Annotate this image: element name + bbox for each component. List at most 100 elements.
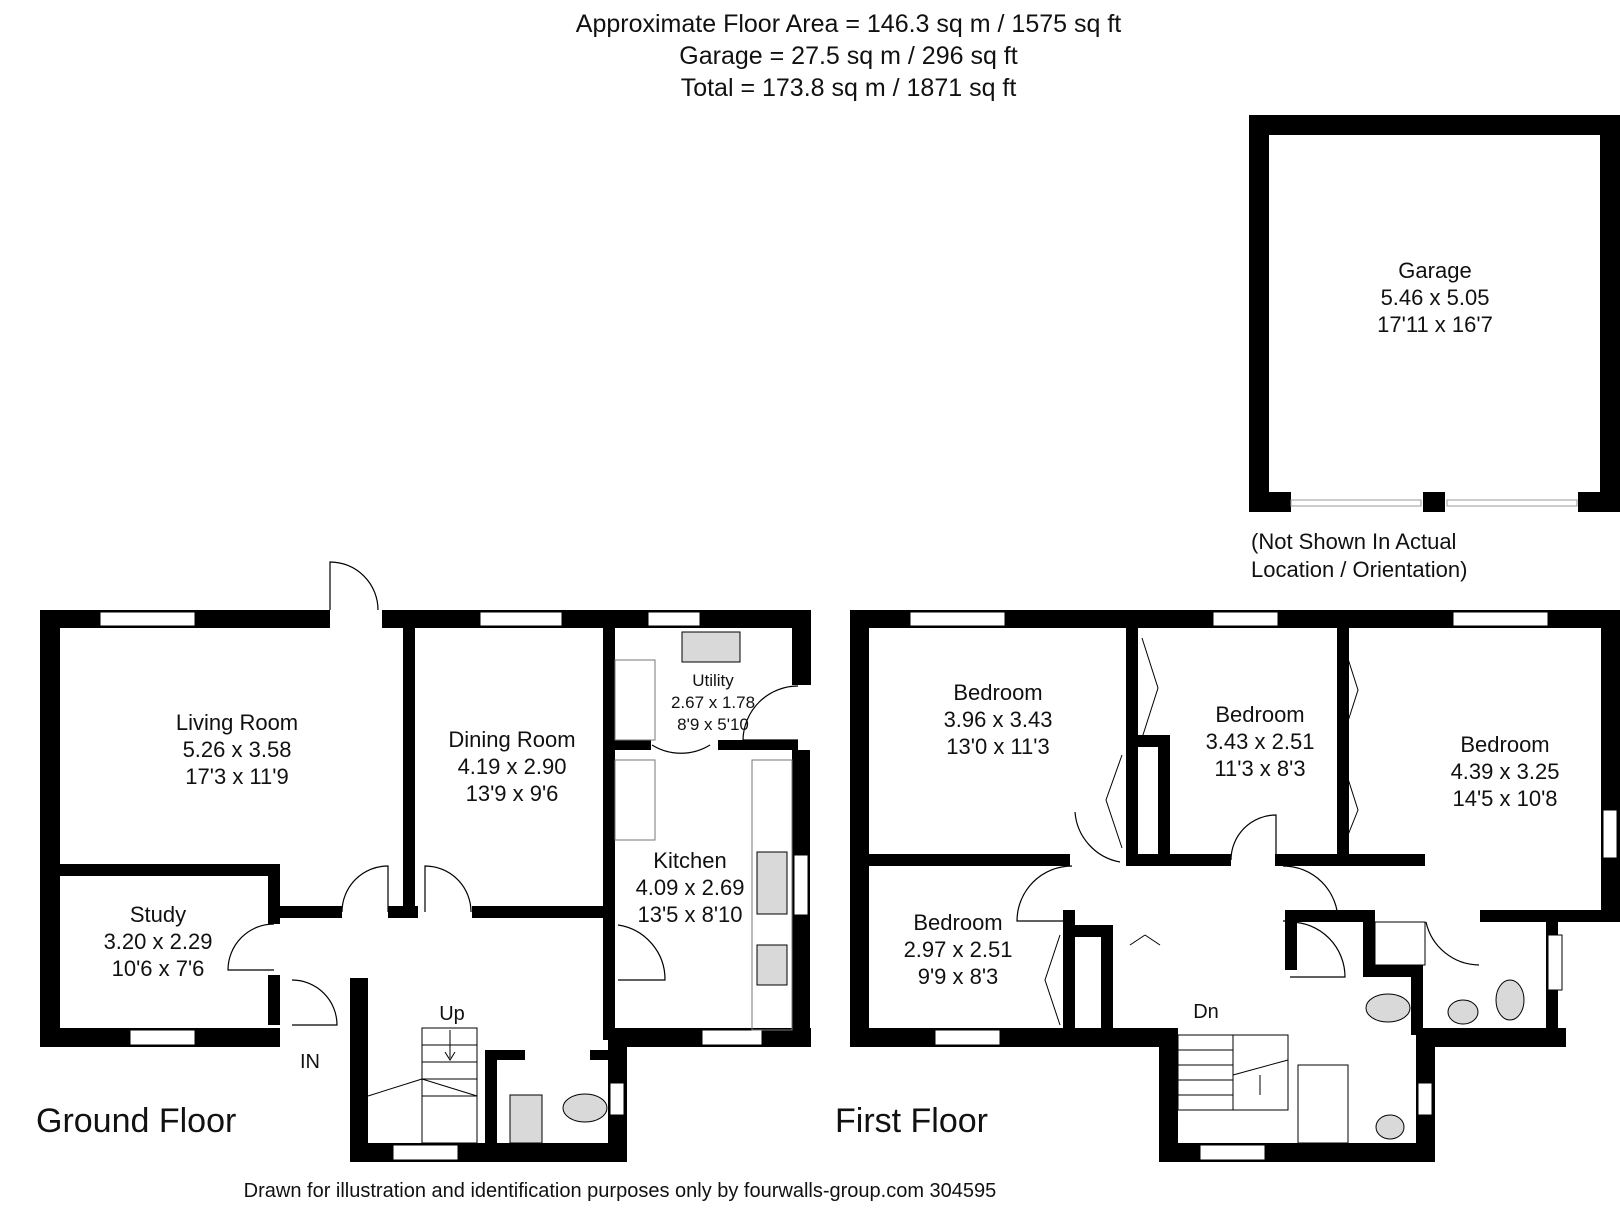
bedroom-1-name: Bedroom: [953, 680, 1042, 705]
gf-window-kitchen-side: [793, 854, 809, 916]
ff-wall-cupboard-top: [1063, 925, 1113, 937]
footer-disclaimer: Drawn for illustration and identificatio…: [243, 1180, 997, 1202]
gf-wall-left: [40, 610, 60, 1047]
utility-imperial: 8'9 x 5'10: [677, 715, 749, 734]
kitchen-name: Kitchen: [653, 848, 726, 873]
ff-bed3-door-swing: [1282, 865, 1339, 922]
ff-wall-bottom-right: [1416, 1028, 1566, 1047]
ff-ensuite-basin: [1447, 999, 1479, 1025]
first-floor-title: First Floor: [835, 1102, 988, 1140]
gf-wall-wc-top-b: [590, 1050, 612, 1060]
garage-note-line-2: Location / Orientation): [1251, 557, 1468, 582]
bedroom-3-metric: 4.39 x 3.25: [1451, 759, 1560, 784]
gf-window-dining: [479, 611, 563, 627]
gf-front-door-swing: [291, 979, 338, 1026]
ff-ensuite-toilet: [1495, 979, 1525, 1021]
gf-kitchen-unit: [614, 759, 656, 841]
ff-window-bed2: [1212, 611, 1279, 627]
ff-window-bed1: [909, 611, 1006, 627]
bedroom-4-name: Bedroom: [913, 910, 1002, 935]
ff-wall-bath-left: [1285, 910, 1297, 970]
gf-wall-hall-left: [350, 978, 368, 1162]
garage-area-header: Garage = 27.5 sq m / 296 sq ft: [679, 42, 1018, 70]
ff-wall-landing-top-a: [1126, 854, 1231, 866]
garage-door-right: [1446, 499, 1578, 507]
ff-wall-landing-top-b: [1275, 854, 1425, 866]
ff-bath-toilet: [1365, 993, 1411, 1023]
gf-staircase: [367, 1027, 478, 1144]
gf-wall-study-right-bottom: [268, 975, 280, 1025]
gf-stairs-label: Up: [439, 1003, 465, 1025]
ff-wall-shower-bottom: [1363, 965, 1423, 977]
study-imperial: 10'6 x 7'6: [112, 956, 205, 981]
gf-window-kitchen-bottom: [701, 1029, 763, 1046]
first-floor-plan: [850, 610, 1620, 1162]
living-room-metric: 5.26 x 3.58: [183, 737, 292, 762]
gf-kitchen-worktop: [751, 759, 793, 1031]
utility-name: Utility: [692, 671, 734, 690]
ff-wall-stairs-left: [1159, 1028, 1178, 1162]
study-metric: 3.20 x 2.29: [104, 929, 213, 954]
bedroom-4-metric: 2.97 x 2.51: [904, 937, 1013, 962]
ff-wall-shower-left: [1363, 920, 1375, 975]
garage-wall-top: [1249, 115, 1620, 135]
first-floor-labels: Bedroom 3.96 x 3.43 13'0 x 11'3 Bedroom …: [835, 680, 1559, 1140]
floor-area-header: Approximate Floor Area = 146.3 sq m / 15…: [575, 10, 1122, 38]
gf-wall-hall-top-a: [280, 906, 342, 918]
garage-note-line-1: (Not Shown In Actual: [1251, 529, 1457, 554]
bedroom-2-imperial: 11'3 x 8'3: [1214, 756, 1305, 781]
dining-room-imperial: 13'9 x 9'6: [466, 781, 559, 806]
gf-wall-hall-top-b: [388, 906, 418, 918]
garage-door-left: [1290, 499, 1422, 507]
gf-wall-dining-kitchen: [603, 760, 615, 1040]
ff-window-ensuite: [1547, 934, 1563, 991]
bedroom-1-imperial: 13'0 x 11'3: [946, 734, 1049, 759]
gf-window-study: [129, 1029, 196, 1046]
gf-wc-basin: [509, 1094, 543, 1144]
gf-wall-utility-kitchen-b: [718, 740, 798, 750]
gf-utility-door-swing: [651, 744, 711, 754]
kitchen-metric: 4.09 x 2.69: [636, 875, 745, 900]
ff-bath-shower: [1297, 1064, 1349, 1144]
gf-dining-door-swing: [424, 865, 472, 913]
gf-wall-study-right-top: [268, 864, 280, 924]
gf-wall-wc-top-a: [485, 1050, 525, 1060]
study-name: Study: [130, 902, 186, 927]
gf-window-living: [99, 611, 196, 627]
garage-note: (Not Shown In Actual Location / Orientat…: [1251, 528, 1467, 584]
gf-utility-sink: [681, 631, 741, 663]
gf-window-hall: [392, 1144, 459, 1161]
ff-window-stairs: [1199, 1144, 1266, 1161]
ff-window-bath: [1417, 1082, 1433, 1116]
ground-floor-labels: Living Room 5.26 x 3.58 17'3 x 11'9 Dini…: [36, 671, 755, 1140]
garage-labels: Garage 5.46 x 5.05 17'11 x 16'7: [1377, 258, 1493, 337]
gf-kitchen-hob: [756, 944, 788, 986]
dining-room-name: Dining Room: [448, 727, 575, 752]
bedroom-3-name: Bedroom: [1460, 732, 1549, 757]
ground-floor-plan: [40, 561, 811, 1162]
ff-wall-bath-ensuite: [1411, 965, 1423, 1035]
gf-living-door-swing: [341, 865, 389, 913]
garage-wall-bottom-left: [1269, 492, 1291, 512]
gf-kitchen-door-swing: [617, 924, 666, 981]
gf-window-utility: [647, 611, 701, 627]
garage-door-pillar: [1423, 492, 1445, 512]
ff-bed4-door-swing: [1016, 865, 1073, 922]
ff-wall-bed1-bed4: [850, 854, 1070, 866]
ff-wall-bottom-left: [850, 1028, 1165, 1047]
gf-wc-toilet: [562, 1093, 608, 1123]
ff-staircase: [1177, 1034, 1289, 1111]
entrance-label: IN: [300, 1051, 320, 1073]
garage-imperial: 17'11 x 16'7: [1377, 312, 1493, 337]
gf-wall-living-study: [40, 864, 280, 876]
ff-ensuite-door-swing: [1425, 921, 1480, 966]
gf-wall-utility-kitchen-a: [603, 740, 651, 750]
ff-bed2-door-swing: [1230, 814, 1277, 861]
gf-window-wc: [609, 1082, 625, 1116]
garage-wall-right: [1600, 115, 1620, 512]
living-room-name: Living Room: [176, 710, 298, 735]
garage-plan: [1249, 115, 1620, 512]
gf-wall-stairs-wc: [485, 1050, 497, 1143]
total-area-header: Total = 173.8 sq m / 1871 sq ft: [680, 74, 1017, 102]
